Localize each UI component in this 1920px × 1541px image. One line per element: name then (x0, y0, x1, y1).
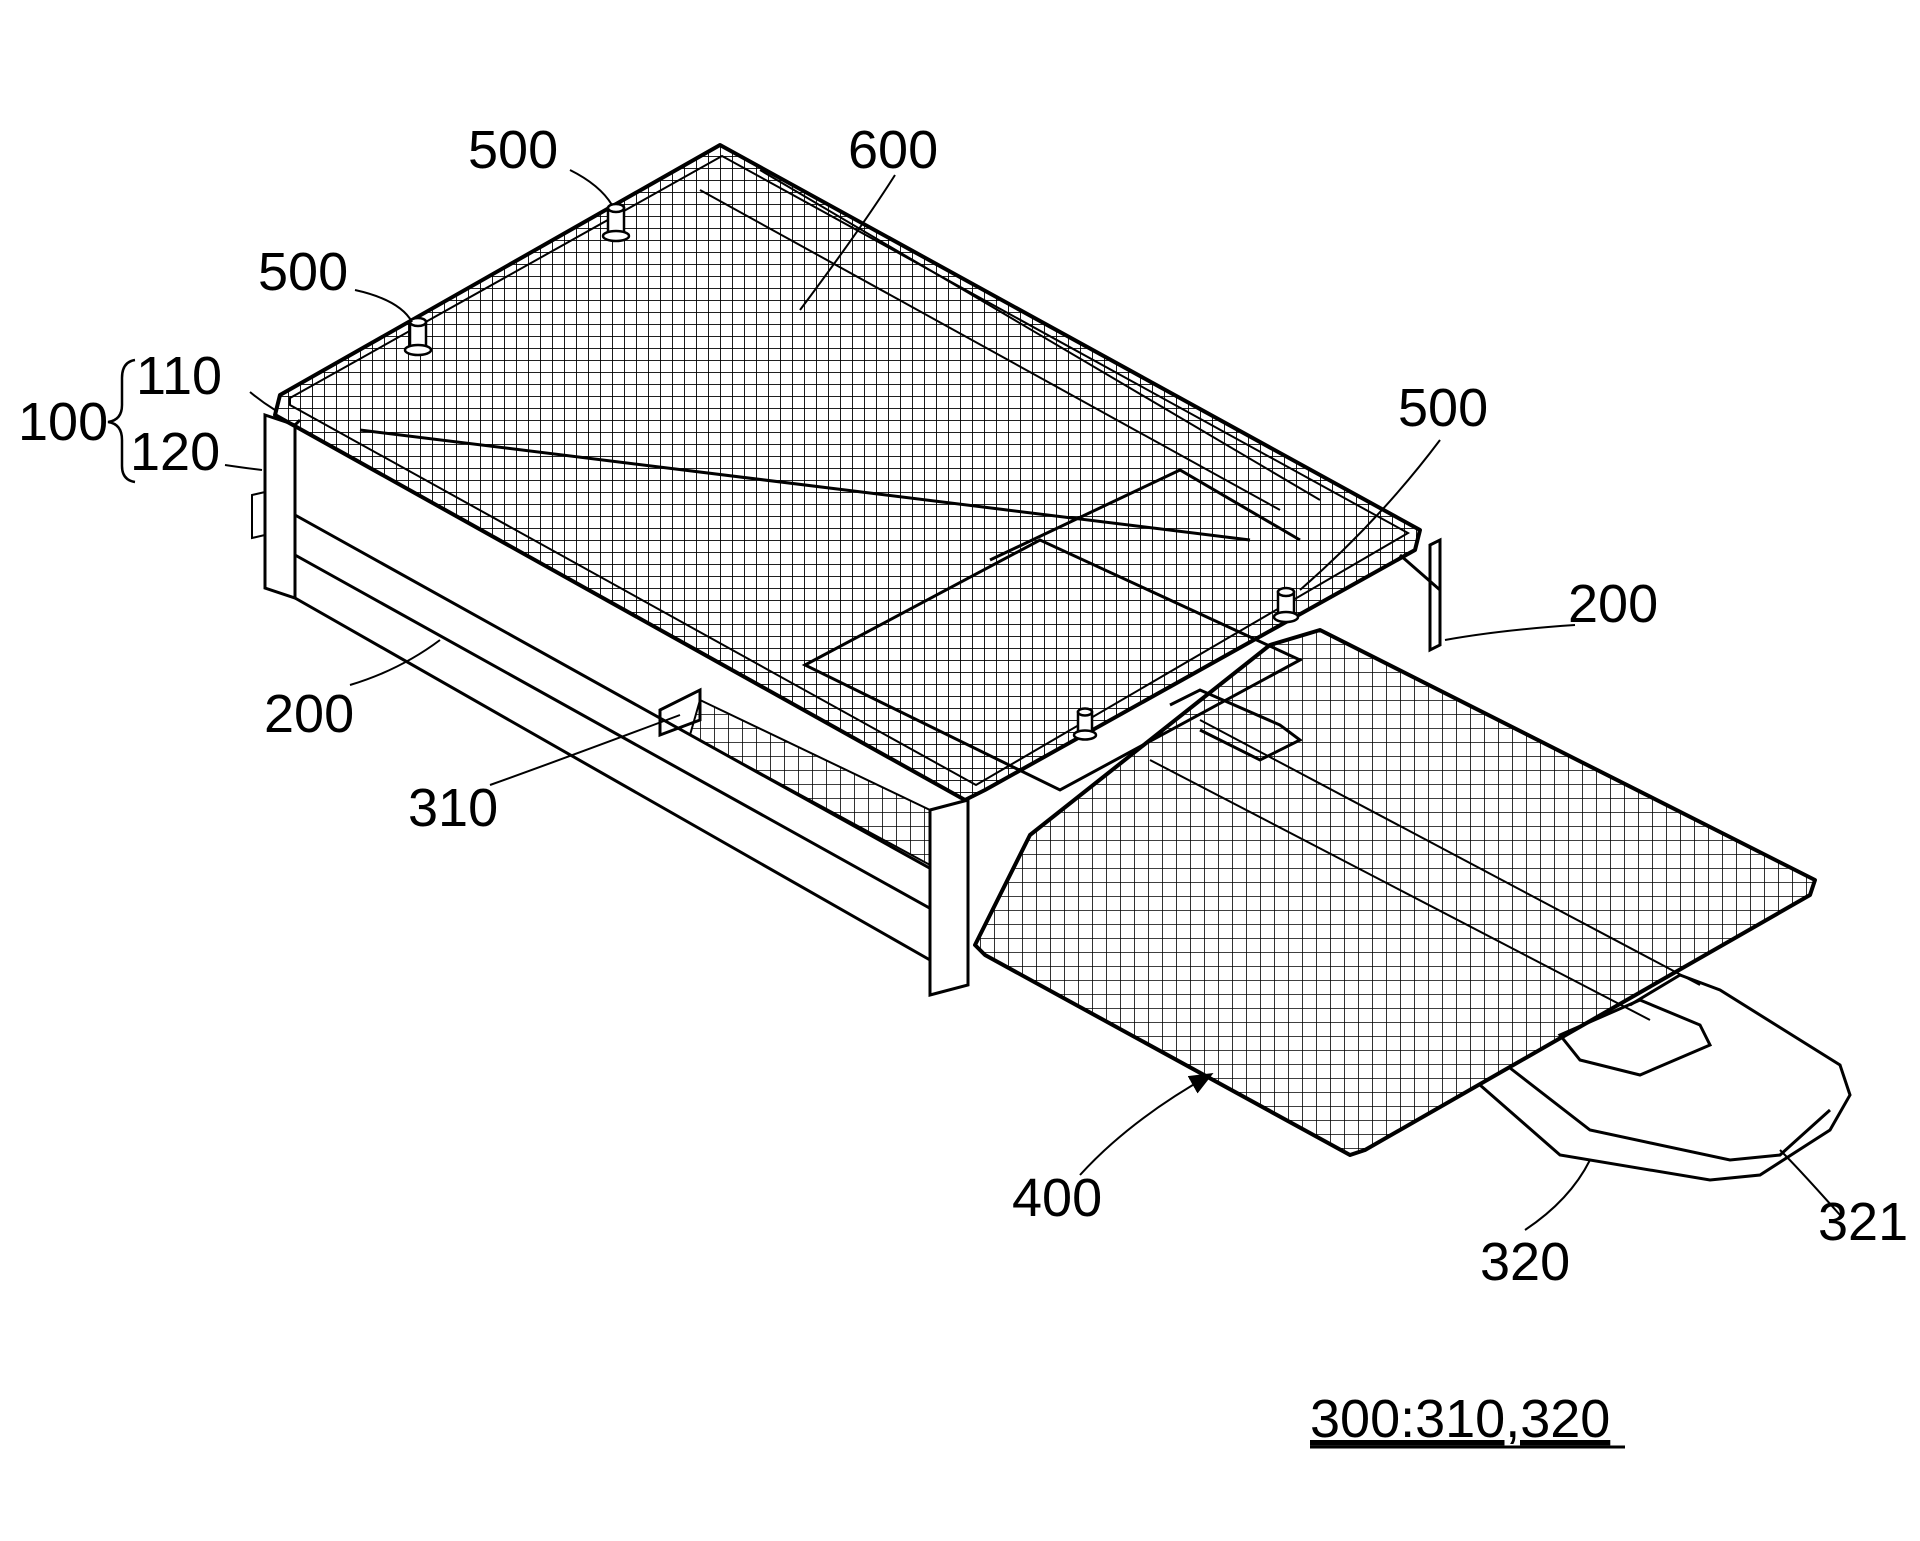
label-200-left: 200 (264, 684, 354, 744)
front-side-rail (294, 513, 961, 962)
label-200-right: 200 (1568, 574, 1658, 634)
handle-320 (1479, 973, 1852, 1182)
label-310: 310 (408, 778, 498, 838)
label-500-a: 500 (468, 120, 558, 180)
label-600: 600 (848, 120, 938, 180)
pin-500-c (1272, 586, 1300, 624)
frame-body-100 (251, 412, 1442, 997)
left-bracket (251, 490, 266, 540)
label-110: 110 (136, 346, 222, 406)
label-100: 100 (18, 392, 108, 452)
label-400: 400 (1012, 1168, 1102, 1228)
leader-600 (799, 174, 896, 311)
leader-lines (224, 169, 1841, 1231)
leader-321 (1779, 1149, 1841, 1216)
pin-500-d (1072, 707, 1098, 741)
figure-caption: 300:310,320 (1310, 1389, 1610, 1449)
leader-200-left (349, 639, 441, 686)
label-320: 320 (1480, 1232, 1570, 1292)
label-321: 321 (1818, 1192, 1908, 1252)
pin-500-a (601, 202, 631, 243)
rear-handle-loop (1169, 688, 1303, 762)
back-right-post (1428, 537, 1442, 653)
front-right-post (928, 798, 970, 997)
lower-tray-310 (688, 698, 931, 867)
label-120: 120 (130, 422, 220, 482)
leader-400 (1079, 1073, 1214, 1176)
brace-100 (107, 358, 136, 484)
leader-110 (249, 391, 276, 411)
inner-support (801, 538, 1304, 792)
leader-120 (224, 464, 263, 471)
leader-500-c (1299, 439, 1441, 591)
grip-321 (1557, 998, 1713, 1077)
pins-500 (403, 202, 1300, 741)
top-rack-600 (273, 143, 1422, 802)
pin-500-b (403, 316, 433, 357)
leader-320 (1524, 1159, 1591, 1231)
leader-310 (489, 714, 681, 786)
label-500-c: 500 (1398, 378, 1488, 438)
label-500-b: 500 (258, 242, 348, 302)
leader-500-b (354, 289, 413, 323)
left-post (263, 412, 297, 601)
leader-200-right (1444, 624, 1576, 641)
leader-500-a (569, 169, 613, 206)
